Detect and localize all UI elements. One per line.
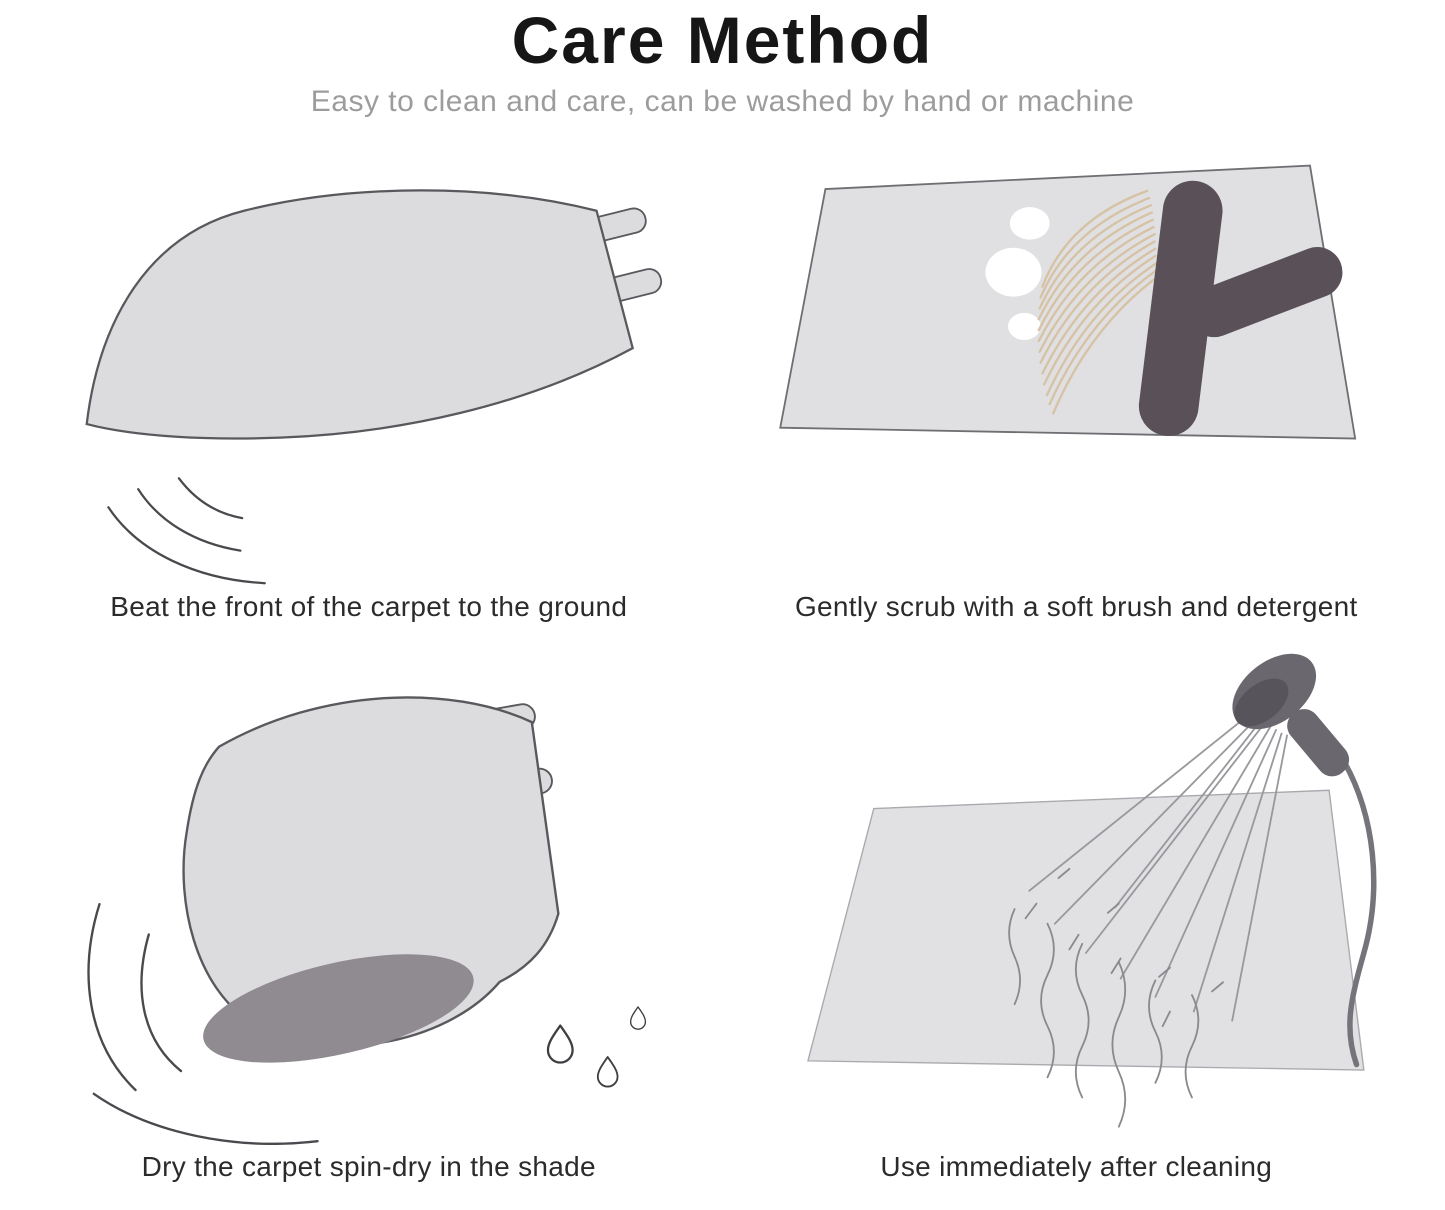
step-beat-carpet: Beat the front of the carpet to the grou… [28, 133, 710, 633]
water-drop-icon [546, 1006, 647, 1088]
bristles [1037, 189, 1157, 415]
motion-lines [87, 903, 319, 1146]
carpet-drying-icon [87, 696, 647, 1146]
water-flow-lines [1007, 908, 1199, 1128]
carpet-underside [203, 954, 474, 1063]
foam [984, 207, 1050, 341]
water-spray [1027, 712, 1288, 1022]
page-header: Care Method Easy to clean and care, can … [28, 3, 1417, 119]
carpet-shape [85, 189, 635, 440]
motion-lines [107, 477, 266, 585]
shower-rinse-icon [806, 654, 1376, 1128]
carpet-beating-icon [85, 189, 663, 585]
step-caption-beat: Beat the front of the carpet to the grou… [110, 591, 628, 623]
step-caption-dry: Dry the carpet spin-dry in the shade [141, 1151, 596, 1183]
brush-scrub-icon [778, 164, 1356, 440]
rolled-carpet-shape [182, 696, 560, 1048]
step-scrub-brush: Gently scrub with a soft brush and deter… [736, 133, 1418, 633]
step-dry-carpet: Dry the carpet spin-dry in the shade [28, 633, 710, 1193]
carpet-drying-illustration [28, 633, 710, 1146]
shower-hose [1340, 758, 1376, 1068]
splash-marks [1024, 868, 1224, 1028]
steps-grid: Beat the front of the carpet to the grou… [28, 133, 1417, 1193]
step-rinse-use: Use immediately after cleaning [736, 633, 1418, 1193]
page-title: Care Method [511, 3, 934, 77]
carpet-beating-illustration [28, 133, 710, 585]
step-caption-rinse: Use immediately after cleaning [880, 1151, 1273, 1183]
page-subtitle: Easy to clean and care, can be washed by… [310, 85, 1135, 119]
brush-icon [1138, 181, 1342, 437]
brush-scrub-illustration [736, 133, 1418, 585]
step-caption-scrub: Gently scrub with a soft brush and deter… [794, 591, 1358, 623]
mat-shape [806, 789, 1365, 1072]
shower-rinse-illustration [736, 633, 1418, 1145]
shower-head-icon [1231, 654, 1376, 1068]
